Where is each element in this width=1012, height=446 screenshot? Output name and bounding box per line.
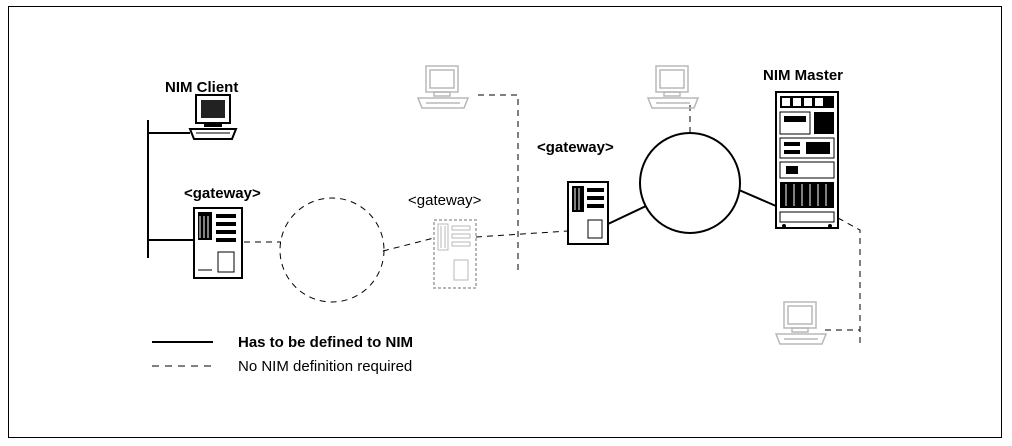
nim-client-label: NIM Client [165,79,238,96]
nim-client-computer-icon [188,94,238,140]
pc-bottom-right-icon [774,301,828,345]
legend-dashed-label: No NIM definition required [238,358,412,375]
gateway-middle-label: <gateway> [408,192,482,209]
network-ring-left [279,197,385,303]
diagram-frame [8,6,1002,438]
gateway-left-label: <gateway> [184,185,261,202]
ring-to-gateway-middle-line [382,237,435,252]
gateway-left-server-icon [193,207,243,279]
legend: Has to be defined to NIM No NIM definiti… [152,334,413,375]
ring-to-master-line [738,189,777,207]
legend-solid-label: Has to be defined to NIM [238,334,413,351]
top-pc-link-line [478,94,519,275]
network-ring-master [639,132,741,234]
gateway-middle-server-icon [433,219,477,289]
pc-top-middle-icon [416,65,470,109]
gateway-right-server-icon [567,181,609,245]
nim-master-rack-icon [775,91,839,229]
gateway-middle-to-right-line [475,230,569,238]
gateway-right-label: <gateway> [537,139,614,156]
dashed-connections [244,94,861,346]
nim-master-label: NIM Master [763,67,843,84]
master-to-bottom-pc-line [837,217,861,346]
gateway-right-to-ring-line [607,205,647,225]
pc-top-right-icon [646,65,700,109]
